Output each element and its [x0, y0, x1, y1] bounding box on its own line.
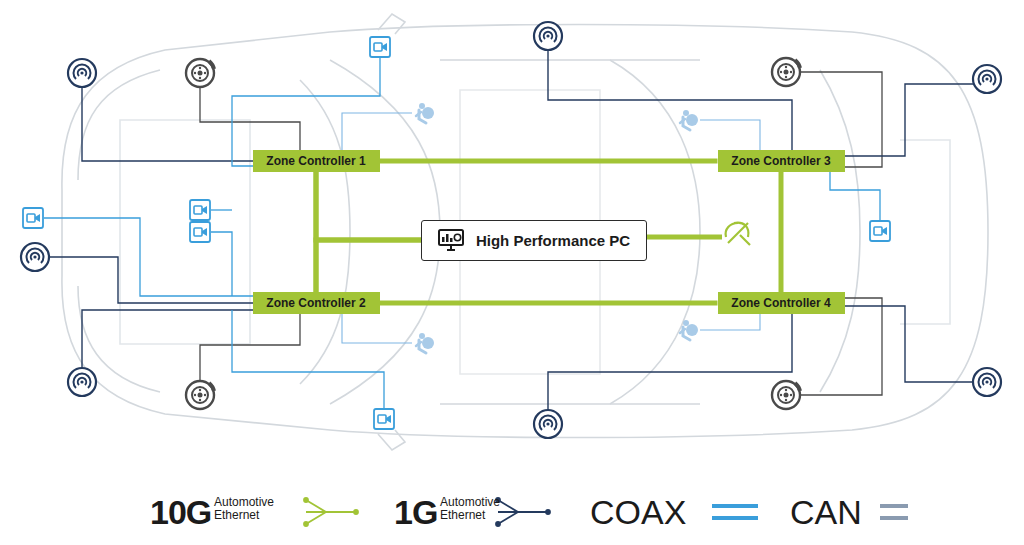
- ethernet-10g-link: [380, 159, 718, 164]
- illustration-stroke: [62, 25, 988, 438]
- illustration-stroke: [342, 314, 412, 343]
- camera-icon: [370, 37, 390, 57]
- illustration-stroke: [845, 84, 973, 156]
- node-label: Zone Controller 3: [731, 154, 830, 168]
- illustration-stroke: [44, 218, 253, 296]
- camera-icon: [870, 221, 890, 241]
- illustration-stroke: [880, 506, 908, 518]
- illustration-stroke: [211, 209, 232, 210]
- ethernet-1g-wires: [49, 50, 973, 410]
- illustration-stroke: [378, 14, 405, 450]
- illustration-stroke: [498, 500, 548, 524]
- illustration-stroke: [726, 223, 738, 237]
- illustration-stroke: [548, 50, 792, 150]
- camera-icon: [374, 409, 394, 429]
- radar-sensor: [534, 22, 562, 50]
- legend-sublabel: Automotive Ethernet: [214, 496, 278, 522]
- legend-10g-sample: [304, 498, 358, 526]
- node-label: Zone Controller 4: [731, 296, 830, 310]
- brake-disc: [772, 58, 800, 86]
- airbag-wires: [342, 113, 760, 343]
- brake-disc: [772, 381, 800, 409]
- illustration-stroke: [647, 235, 722, 240]
- compute-box: High Performance PC: [421, 220, 647, 261]
- illustration-stroke: [342, 113, 412, 150]
- airbag-icon: [416, 103, 434, 123]
- illustration-stroke: [82, 310, 253, 368]
- legend-can-sample: [880, 506, 908, 518]
- brake-disc: [186, 59, 214, 87]
- zone-controller: Zone Controller 4: [718, 292, 845, 314]
- legend-coax-sample: [712, 506, 758, 518]
- radar-sensor: [973, 368, 1001, 396]
- illustration-stroke: [546, 510, 550, 514]
- illustration-stroke: [304, 498, 308, 502]
- illustration-stroke: [232, 310, 384, 408]
- illustration-stroke: [354, 510, 358, 514]
- airbag-icon: [680, 320, 698, 340]
- illustration-stroke: [211, 232, 232, 296]
- illustration-stroke: [820, 70, 860, 392]
- ethernet-10g-link: [380, 301, 718, 306]
- radar-sensor: [973, 65, 1001, 93]
- zone-controller: Zone Controller 2: [253, 292, 380, 314]
- illustration-stroke: [726, 223, 750, 245]
- camera-icon: [23, 208, 43, 228]
- camera-icon: [190, 200, 210, 220]
- illustration-stroke: [740, 235, 750, 245]
- illustration-stroke: [700, 314, 760, 330]
- illustration-stroke: [845, 306, 973, 382]
- zone-controller: Zone Controller 3: [718, 150, 845, 172]
- zone-controller: Zone Controller 1: [253, 150, 380, 172]
- legend-sublabel: Automotive Ethernet: [440, 496, 504, 522]
- ethernet-10g-link: [779, 172, 784, 292]
- legend-label: 10G: [150, 492, 211, 532]
- legend-label: COAX: [590, 492, 686, 532]
- airbag-icon: [680, 110, 698, 130]
- camera-icon: [190, 222, 210, 242]
- radar-sensor: [534, 410, 562, 438]
- computer-icon: [438, 229, 464, 251]
- radar-sensor: [21, 243, 49, 271]
- radar-sensor: [68, 59, 96, 87]
- illustration-stroke: [200, 314, 300, 381]
- sensor-icons: [21, 22, 1001, 438]
- steering-link: [647, 223, 750, 245]
- illustration-stroke: [82, 87, 253, 161]
- airbag-icon: [416, 333, 434, 353]
- car-outline: [62, 14, 988, 450]
- legend-label: CAN: [790, 492, 862, 532]
- node-label: Zone Controller 1: [266, 154, 365, 168]
- illustration-stroke: [712, 506, 758, 518]
- illustration-stroke: [548, 314, 792, 410]
- ethernet-10g-link: [316, 172, 421, 240]
- can-wires: [200, 72, 882, 395]
- illustration-stroke: [304, 522, 308, 526]
- illustration-stroke: [440, 60, 700, 404]
- radar-sensor: [68, 368, 96, 396]
- legend-label: 1G: [394, 492, 437, 532]
- illustration-stroke: [900, 140, 950, 324]
- ethernet-10g-link: [316, 240, 421, 292]
- illustration-stroke: [830, 172, 880, 220]
- coax-wires: [44, 58, 880, 408]
- node-label: Zone Controller 2: [266, 296, 365, 310]
- illustration-stroke: [700, 120, 760, 150]
- brake-disc: [186, 381, 214, 409]
- node-label: High Performance PC: [476, 232, 630, 249]
- legend-1g-sample: [496, 498, 550, 526]
- illustration-stroke: [496, 522, 500, 526]
- illustration-stroke: [306, 500, 356, 524]
